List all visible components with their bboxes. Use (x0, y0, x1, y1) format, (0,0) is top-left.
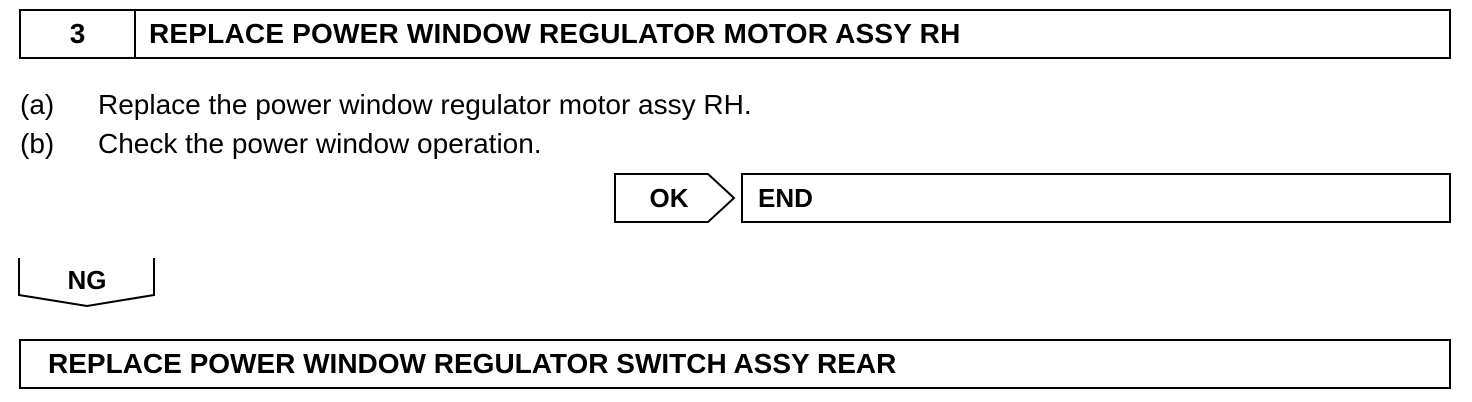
instruction-text: Check the power window operation. (98, 128, 542, 159)
instruction-label: (b) (20, 128, 55, 159)
instruction-text: Replace the power window regulator motor… (98, 89, 752, 120)
ng-label: NG (67, 264, 107, 295)
ok-result-box: END (741, 173, 1451, 223)
ng-result-box: REPLACE POWER WINDOW REGULATOR SWITCH AS… (19, 339, 1451, 389)
step-title: REPLACE POWER WINDOW REGULATOR MOTOR ASS… (149, 18, 961, 49)
ok-tag: OK (614, 173, 736, 223)
right-arrow-tag-icon (614, 173, 736, 223)
instruction-item: (b) Check the power window operation. (20, 127, 542, 161)
instruction-label: (a) (20, 89, 55, 120)
ok-label: OK (649, 182, 689, 213)
instruction-item: (a) Replace the power window regulator m… (20, 88, 752, 122)
down-arrow-tag-icon (18, 258, 155, 307)
step-header: 3 REPLACE POWER WINDOW REGULATOR MOTOR A… (19, 9, 1451, 59)
ok-result-text: END (758, 182, 813, 213)
ng-result-text: REPLACE POWER WINDOW REGULATOR SWITCH AS… (48, 348, 897, 379)
ng-tag: NG (18, 257, 156, 307)
step-number: 3 (21, 11, 136, 57)
